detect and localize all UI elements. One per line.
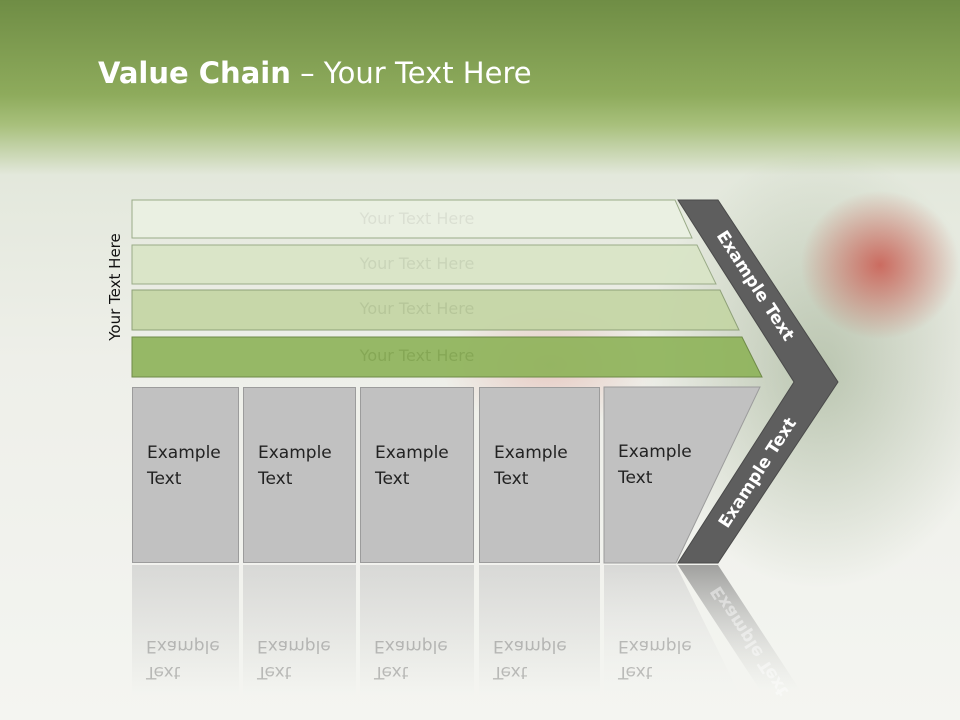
- value-row-2: Your Text Here: [132, 245, 702, 283]
- column-text-line2: Text: [494, 469, 529, 489]
- row-label: Your Text Here: [359, 299, 475, 318]
- column-text-line1: Example: [494, 443, 568, 463]
- reflection-text-line1: Example: [374, 636, 448, 656]
- row-label: Your Text Here: [359, 254, 475, 273]
- column-text-line2: Text: [375, 469, 410, 489]
- row-label: Your Text Here: [359, 209, 475, 228]
- reflection-text-line1: Example: [493, 636, 567, 656]
- reflection-text-line2: Text: [257, 662, 292, 682]
- reflection-text-line1: Example: [618, 636, 692, 656]
- column-text-line1: Example: [258, 443, 332, 463]
- reflection-text-line2: Text: [618, 662, 653, 682]
- reflection-text-line1: Example: [257, 636, 331, 656]
- column-text-line2: Text: [147, 469, 182, 489]
- side-label: Your Text Here: [106, 233, 124, 341]
- reflection-text-line1: Example: [146, 636, 220, 656]
- column-text-line2: Text: [258, 469, 293, 489]
- value-row-1: Your Text Here: [132, 200, 702, 238]
- column-text-line1: Example: [618, 442, 692, 462]
- title-bold: Value Chain: [98, 56, 291, 90]
- reflection-text-line2: Text: [493, 662, 528, 682]
- background-tomato: [800, 190, 960, 340]
- column-text-line1: Example: [147, 443, 221, 463]
- column-reflection-4: Text Example: [479, 565, 600, 695]
- column-reflection-1: Text Example: [132, 565, 239, 695]
- column-reflection-3: Text Example: [360, 565, 474, 695]
- reflection-text-line2: Text: [146, 662, 181, 682]
- slide-title: Value Chain – Your Text Here: [98, 56, 532, 90]
- row-label: Your Text Here: [359, 346, 475, 365]
- value-row-3: Your Text Here: [132, 290, 702, 328]
- column-text-line2: Text: [618, 468, 653, 488]
- column-text-line1: Example: [375, 443, 449, 463]
- value-row-4: Your Text Here: [132, 337, 702, 375]
- column-reflection-2: Text Example: [243, 565, 356, 695]
- title-rest: – Your Text Here: [290, 56, 532, 90]
- reflection-text-line2: Text: [374, 662, 409, 682]
